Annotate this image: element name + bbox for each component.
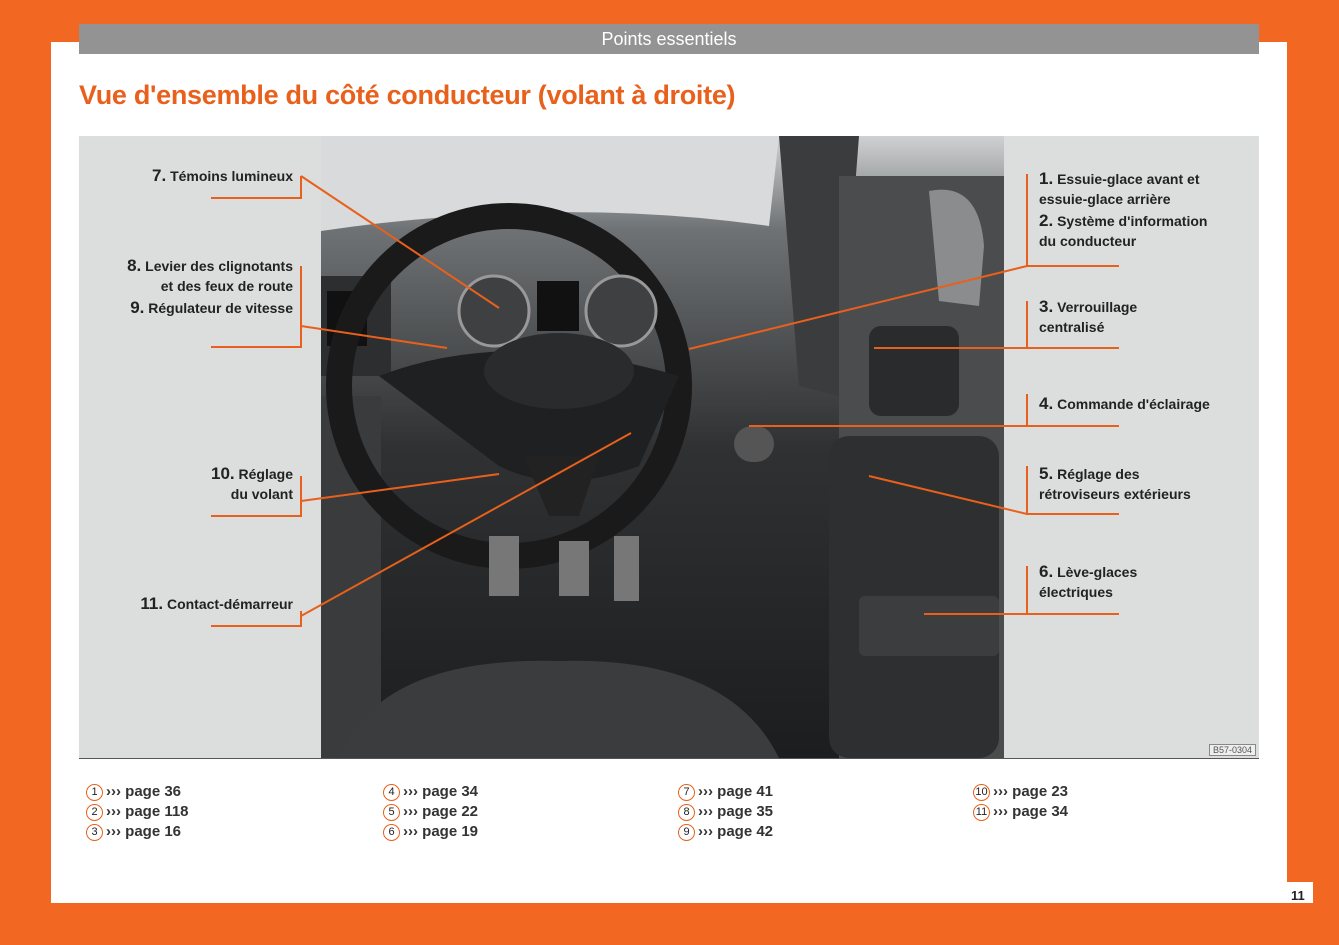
reference-item[interactable]: 3››› page 16: [86, 822, 189, 842]
label-ignition: 11. Contact-démarreur: [140, 594, 293, 613]
label-warning-lights: 7. Témoins lumineux: [152, 166, 293, 185]
reference-item[interactable]: 10››› page 23: [973, 782, 1068, 802]
page-number: 11: [1291, 888, 1305, 903]
reference-item[interactable]: 2››› page 118: [86, 802, 189, 822]
figure-id: B57-0304: [1208, 744, 1256, 756]
reference-item[interactable]: 8››› page 35: [678, 802, 773, 822]
reference-item[interactable]: 7››› page 41: [678, 782, 773, 802]
page-number-box: [1287, 882, 1313, 903]
references-col-4: 10››› page 23 11››› page 34: [973, 782, 1068, 822]
reference-item[interactable]: 5››› page 22: [383, 802, 478, 822]
cockpit-photo: [211, 136, 1119, 758]
reference-item[interactable]: 9››› page 42: [678, 822, 773, 842]
cockpit-figure: 7. Témoins lumineux 8. Levier des cligno…: [79, 136, 1259, 759]
page-title: Vue d'ensemble du côté conducteur (volan…: [79, 80, 736, 110]
references-col-3: 7››› page 41 8››› page 35 9››› page 42: [678, 782, 773, 842]
reference-item[interactable]: 1››› page 36: [86, 782, 189, 802]
label-cruise-control: 9. Régulateur de vitesse: [130, 298, 293, 317]
reference-item[interactable]: 4››› page 34: [383, 782, 478, 802]
section-header: Points essentiels: [79, 24, 1259, 54]
references-col-1: 1››› page 36 2››› page 118 3››› page 16: [86, 782, 189, 842]
reference-item[interactable]: 11››› page 34: [973, 802, 1068, 822]
references-col-2: 4››› page 34 5››› page 22 6››› page 19: [383, 782, 478, 842]
reference-item[interactable]: 6››› page 19: [383, 822, 478, 842]
label-light-switch: 4. Commande d'éclairage: [1039, 394, 1210, 413]
